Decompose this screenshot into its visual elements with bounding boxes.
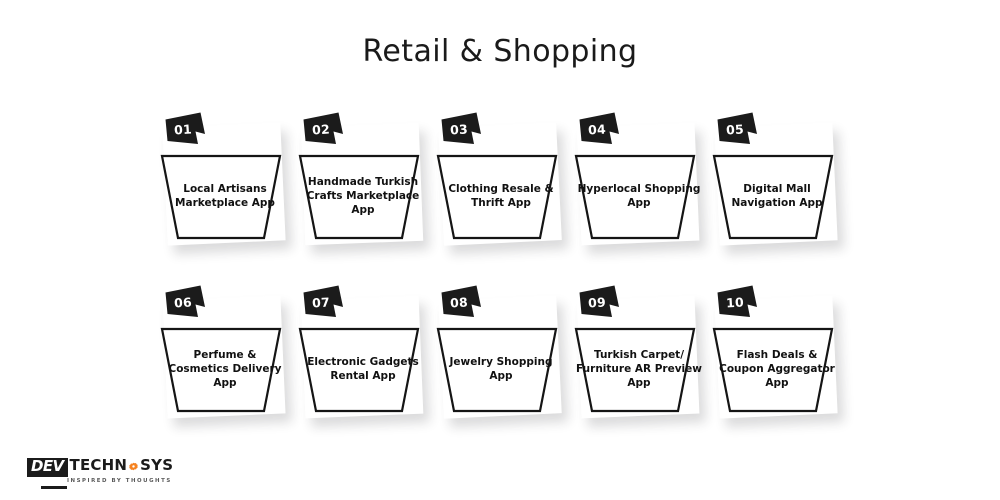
card-trapezoid-outline bbox=[436, 327, 558, 413]
brand-logo: DEV TECHN SYS INSPIRED BY THOUGHTS bbox=[27, 456, 187, 490]
card-number-badge: 05 bbox=[716, 112, 760, 146]
card-number-badge: 01 bbox=[164, 112, 208, 146]
card-number-badge: 10 bbox=[716, 285, 760, 319]
card-label-text: Flash Deals & Coupon Aggregator App bbox=[719, 349, 835, 389]
card-trapezoid-outline bbox=[160, 154, 282, 240]
card-label: Clothing Resale & Thrift App bbox=[434, 154, 568, 240]
card-label: Electronic Gadgets Rental App bbox=[296, 327, 430, 413]
card-label: Handmade Turkish Crafts Marketplace App bbox=[296, 154, 430, 240]
card-number-badge: 02 bbox=[302, 112, 346, 146]
page-title: Retail & Shopping bbox=[362, 34, 638, 69]
card-trapezoid-outline bbox=[298, 154, 420, 240]
card-label-text: Local Artisans Marketplace App bbox=[175, 183, 275, 209]
card-number-badge: 04 bbox=[578, 112, 622, 146]
card-label: Hyperlocal Shopping App bbox=[572, 154, 706, 240]
card-number-badge: 09 bbox=[578, 285, 622, 319]
card-number-badge: 06 bbox=[164, 285, 208, 319]
gear-icon bbox=[128, 461, 139, 472]
card-trapezoid-outline bbox=[712, 327, 834, 413]
card-trapezoid-outline bbox=[298, 327, 420, 413]
card-label-text: Hyperlocal Shopping App bbox=[577, 183, 701, 209]
card-label: Turkish Carpet/ Furniture AR Preview App bbox=[572, 327, 706, 413]
logo-tagline: INSPIRED BY THOUGHTS bbox=[67, 477, 172, 484]
logo-word-right: SYS bbox=[140, 456, 174, 474]
card-label-text: Electronic Gadgets Rental App bbox=[307, 356, 419, 382]
card-label: Flash Deals & Coupon Aggregator App bbox=[710, 327, 844, 413]
card-label: Local Artisans Marketplace App bbox=[158, 154, 292, 240]
logo-monitor-stand bbox=[41, 485, 67, 489]
logo-dev-mark: DEV bbox=[27, 458, 68, 477]
card-label-text: Digital Mall Navigation App bbox=[731, 183, 823, 209]
card-label-text: Perfume & Cosmetics Delivery App bbox=[168, 349, 282, 389]
card-trapezoid-outline bbox=[712, 154, 834, 240]
card-trapezoid-outline bbox=[574, 154, 696, 240]
card-label-text: Handmade Turkish Crafts Marketplace App bbox=[306, 176, 420, 216]
card-trapezoid-outline bbox=[574, 327, 696, 413]
card-label: Jewelry Shopping App bbox=[434, 327, 568, 413]
card-label: Perfume & Cosmetics Delivery App bbox=[158, 327, 292, 413]
card-label-text: Turkish Carpet/ Furniture AR Preview App bbox=[576, 349, 702, 389]
logo-row: DEV TECHN SYS bbox=[27, 456, 187, 477]
card-trapezoid-outline bbox=[436, 154, 558, 240]
logo-wordmark: TECHN SYS bbox=[68, 456, 174, 474]
card-label-text: Jewelry Shopping App bbox=[449, 356, 553, 382]
card-number-badge: 07 bbox=[302, 285, 346, 319]
card-number-badge: 03 bbox=[440, 112, 484, 146]
card-number-badge: 08 bbox=[440, 285, 484, 319]
card-trapezoid-outline bbox=[160, 327, 282, 413]
card-label: Digital Mall Navigation App bbox=[710, 154, 844, 240]
logo-word-left: TECHN bbox=[69, 456, 128, 474]
card-label-text: Clothing Resale & Thrift App bbox=[448, 183, 554, 209]
